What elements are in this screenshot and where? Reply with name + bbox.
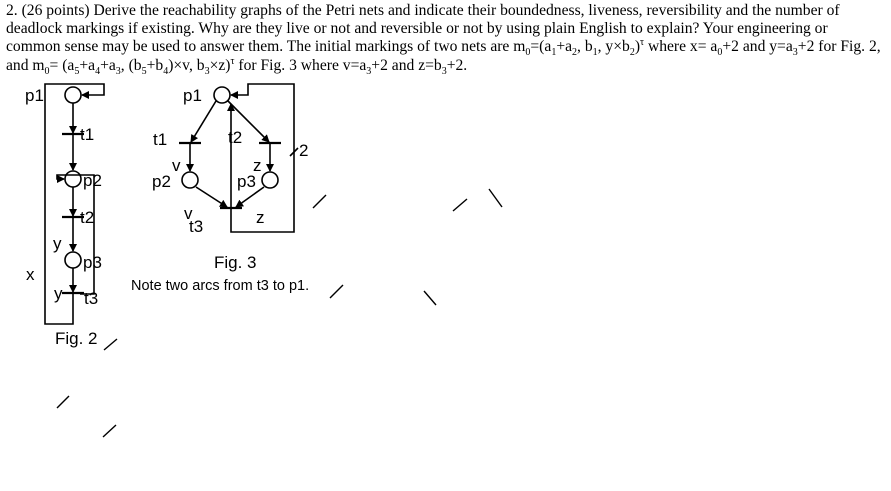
fig2-label-t3: t3 bbox=[84, 289, 98, 308]
fig2-place-p3 bbox=[64, 251, 82, 269]
fig3-label-p2: p2 bbox=[152, 172, 171, 191]
question-text: 2. (26 points) Derive the reachability g… bbox=[6, 2, 881, 77]
fig2 bbox=[44, 83, 105, 325]
fig2-weight-y-in: y bbox=[53, 234, 62, 253]
fig3-label-t2: t2 bbox=[228, 128, 242, 147]
fig3-label-p3: p3 bbox=[237, 172, 256, 191]
fig3-weight-tick bbox=[289, 147, 299, 157]
fig3-label-p1: p1 bbox=[183, 86, 202, 105]
fig3-place-p3 bbox=[261, 171, 279, 189]
fig3-place-p2 bbox=[181, 171, 199, 189]
fig2-label-p3: p3 bbox=[83, 253, 102, 272]
fig2-arc-t3-p2 bbox=[56, 174, 95, 295]
fig2-label-t1: t1 bbox=[80, 125, 94, 144]
fig2-weight-x: x bbox=[26, 265, 35, 284]
fig3-note: Note two arcs from t3 to p1. bbox=[131, 278, 309, 294]
fig2-arc-t3-p1 bbox=[44, 83, 105, 325]
fig3-caption: Fig. 3 bbox=[214, 253, 257, 272]
fig3-weight-two: 2 bbox=[299, 141, 308, 160]
fig2-label-p1: p1 bbox=[25, 86, 44, 105]
fig2-caption: Fig. 2 bbox=[55, 329, 98, 348]
fig3-arc-t3-p1-b bbox=[230, 83, 295, 233]
fig3-label-t3: t3 bbox=[189, 217, 203, 236]
fig3-weight-z-in: z bbox=[253, 156, 262, 175]
fig3-arc-p2-t3 bbox=[195, 186, 228, 208]
fig3-arc-p3-t3 bbox=[235, 186, 265, 208]
fig3-weight-v-out: v bbox=[184, 204, 193, 223]
fig2-label-t2: t2 bbox=[80, 208, 94, 227]
fig3-place-p1 bbox=[213, 86, 231, 104]
fig2-weight-y-out: y bbox=[54, 284, 63, 303]
fig2-place-p1 bbox=[64, 86, 82, 104]
fig3 bbox=[179, 83, 299, 233]
fig2-label-p2: p2 bbox=[83, 171, 102, 190]
stray-marks bbox=[56, 188, 503, 438]
fig3-weight-v-in: v bbox=[172, 156, 181, 175]
fig3-arc-p1-t1 bbox=[190, 100, 217, 143]
fig3-weight-z-out: z bbox=[256, 208, 265, 227]
fig2-place-p2 bbox=[64, 170, 82, 188]
fig3-label-t1: t1 bbox=[153, 130, 167, 149]
